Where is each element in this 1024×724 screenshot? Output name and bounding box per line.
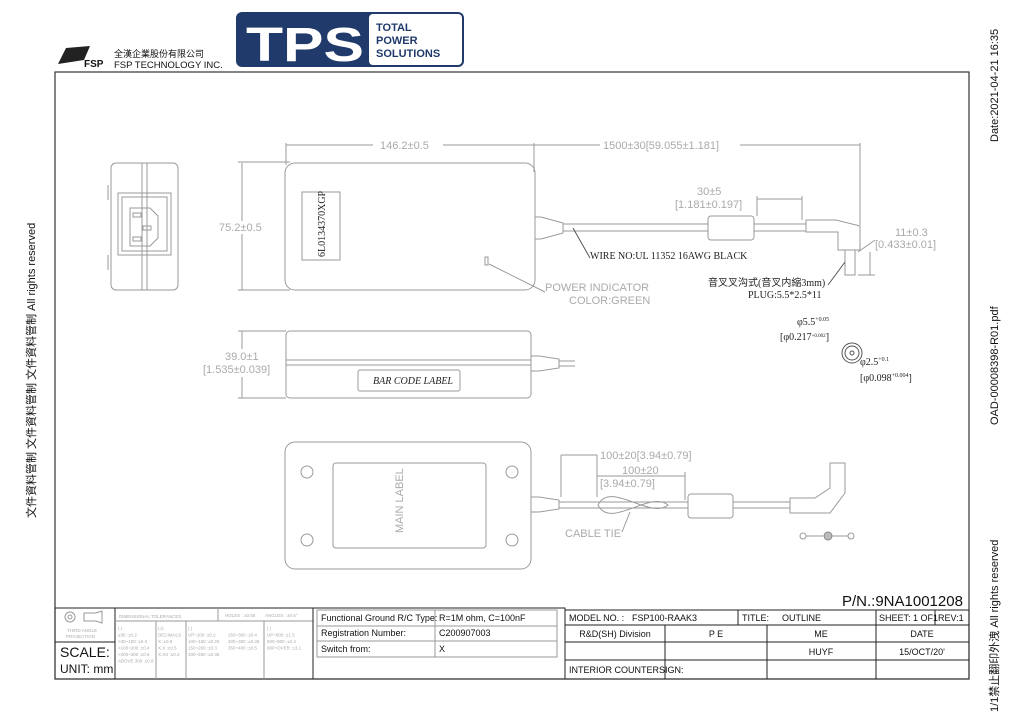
revision: REV:1 (938, 613, 964, 623)
model-label: MODEL NO. : (569, 613, 624, 623)
id-in: [φ0.098+0.004] (860, 373, 912, 384)
dim-loop-in: [3.94±0.79] (600, 478, 655, 490)
tolerance-entry: 150~200 :±0.3 (188, 646, 217, 651)
fsp-logo: FSP 全漢企業股份有限公司 FSP TECHNOLOGY INC. (58, 46, 223, 71)
tolerance-entry: (√) (158, 626, 164, 631)
tolerance-entry: ( ) (188, 626, 193, 631)
projection-line1: THIRD ANGLE (67, 628, 97, 633)
unit-label: UNIT: mm (60, 662, 113, 676)
holes-tolerance: HOLES : ±0.05 (225, 613, 256, 618)
dim-cable-length: 1500±30[59.055±1.181] (603, 140, 719, 152)
tolerance-entry: X.XX :±0.3 (158, 652, 180, 657)
company-name-cn: 全漢企業股份有限公司 (114, 48, 204, 60)
tolerance-entry: ( ) (118, 626, 123, 631)
id-mm: φ2.5+0.1 (860, 357, 889, 368)
tolerance-entry: X :±0.8 (158, 639, 173, 644)
dim-height-in: [1.535±0.039] (203, 364, 270, 376)
dim-length: 146.2±0.5 (380, 140, 429, 152)
angles-tolerance: ANGLES : ±0.5° (265, 613, 298, 618)
left-margin-text: 文件資料管制 文件資料管制 文件資料管制 All rights reserved (24, 223, 38, 518)
tolerance-entry: 900~OVER :±3.1 (267, 646, 302, 651)
me-name: HUYF (809, 647, 834, 657)
info-value: R=1M ohm, C=100nF (439, 613, 526, 623)
sheet-number: SHEET: 1 OF1 (879, 613, 938, 623)
main-label: MAIN LABEL (394, 468, 406, 533)
bottom-view: MAIN LABEL 100±20[3.94±0.79] 100±20 [3.9… (284, 441, 855, 570)
tolerance-entry: 250~300 :±0.4 (228, 633, 257, 638)
me-header: ME (814, 629, 828, 639)
dim-width: 75.2±0.5 (219, 222, 262, 234)
tolerance-entry: 600~900 :±2.4 (267, 639, 296, 644)
od-in: [φ0.217+0.002] (780, 332, 829, 343)
tolerance-entry: UP~600 :±1.5 (267, 633, 295, 638)
plug-type-cn: 音叉叉沟式(音叉内縮3mm) (708, 276, 825, 289)
fsp-logo-text: FSP (84, 59, 104, 70)
tolerance-entry: UP~100 :±0.2 (188, 633, 216, 638)
projection-line2: PROJECTION (66, 634, 95, 639)
info-table: Functional Ground R/C Type: R=1M ohm, C=… (312, 607, 566, 680)
tolerances-title: DIMENSIONAL TOLERANCES (119, 614, 181, 619)
drawing-date: 15/OCT/20' (899, 647, 945, 657)
top-view: 146.2±0.5 1500±30[59.055±1.181] 75.2±0.5… (218, 139, 936, 307)
title-value: OUTLINE (782, 613, 821, 623)
date-header: DATE (910, 629, 933, 639)
tolerance-entry: 300~350 :±0.45 (228, 639, 260, 644)
end-view (107, 162, 179, 291)
tolerance-entry: >100~200 :±0.4 (118, 646, 150, 651)
barcode-label: BAR CODE LABEL (373, 376, 453, 387)
fsp-logo-mark (58, 46, 90, 64)
plug-section: φ5.5+0.05 [φ0.217+0.002] φ2.5+0.1 [φ0.09… (780, 317, 912, 384)
cable-tie-label: CABLE TIE (565, 528, 621, 540)
tolerance-entry: X.X :±0.5 (158, 646, 177, 651)
right-margin-rights: 1/1禁止翻印外洩 All rights reserved (987, 540, 1001, 712)
tps-line2: POWER (376, 35, 418, 47)
info-value: X (439, 644, 445, 654)
tolerance-entry: DECIMALS (158, 633, 181, 638)
info-label: Registration Number: (321, 628, 406, 638)
dim-core-in: [1.181±0.197] (675, 199, 742, 211)
print-date: Date:2021-04-21 16:35 (989, 29, 1001, 142)
tolerance-entry: ABOVE 300 :±0.8 (118, 659, 154, 664)
dim-height-mm: 39.0±1 (225, 351, 259, 363)
indicator-color-label: COLOR:GREEN (569, 295, 650, 307)
countersign-label: INTERIOR COUNTERSIGN: (569, 665, 684, 675)
label-code: 6L0134370XGP (317, 190, 328, 257)
company-name-en: FSP TECHNOLOGY INC. (114, 60, 223, 71)
side-view: BAR CODE LABEL 39.0±1 [1.535±0.039] (203, 330, 575, 399)
pe-header: P E (709, 629, 723, 639)
dim-loop-mm: 100±20 (622, 465, 659, 477)
scale-label: SCALE: (60, 644, 110, 660)
tolerance-entry: 200~250 :±0.35 (188, 652, 220, 657)
tps-logo-letters: TPS (246, 19, 364, 72)
info-label: Switch from: (321, 644, 371, 654)
title-label: TITLE: (742, 613, 769, 623)
dim-core-mm: 30±5 (697, 186, 721, 198)
tolerance-entry: >30~100 :±0.3 (118, 639, 147, 644)
power-indicator-label: POWER INDICATOR (545, 282, 649, 294)
polarity-symbol (799, 531, 855, 541)
title-block: MODEL NO. : FSP100-RAAK3 TITLE: OUTLINE … (564, 609, 970, 680)
tolerance-entry: 350~400 :±0.5 (228, 646, 257, 651)
tolerance-entry: >200~300 :±0.5 (118, 652, 150, 657)
tolerance-entry: ≤30 :±0.2 (118, 633, 137, 638)
tps-logo: TPS TOTAL POWER SOLUTIONS (236, 12, 464, 72)
info-value: C200907003 (439, 628, 491, 638)
od-mm: φ5.5+0.05 (797, 317, 829, 328)
tps-line1: TOTAL (376, 22, 412, 34)
file-name: OAD-00008398-R01.pdf (989, 305, 1001, 425)
tolerance-entry: 100~150 :±0.25 (188, 639, 220, 644)
division: R&D(SH) Division (579, 629, 651, 639)
model-number: FSP100-RAAK3 (632, 613, 697, 623)
info-label: Functional Ground R/C Type: (321, 613, 437, 623)
wire-note: WIRE NO:UL 11352 16AWG BLACK (590, 251, 748, 262)
part-number: P/N.:9NA1001208 (842, 593, 963, 610)
tolerance-block: THIRD ANGLE PROJECTION SCALE: UNIT: mm D… (54, 607, 314, 680)
tolerance-entry: ( ) (267, 626, 272, 631)
dim-tie-position: 100±20[3.94±0.79] (600, 450, 692, 462)
tps-line3: SOLUTIONS (376, 48, 440, 60)
dim-plug-in: [0.433±0.01] (875, 239, 936, 251)
dim-plug-mm: 11±0.3 (895, 227, 928, 239)
plug-spec: PLUG:5.5*2.5*11 (748, 290, 822, 301)
